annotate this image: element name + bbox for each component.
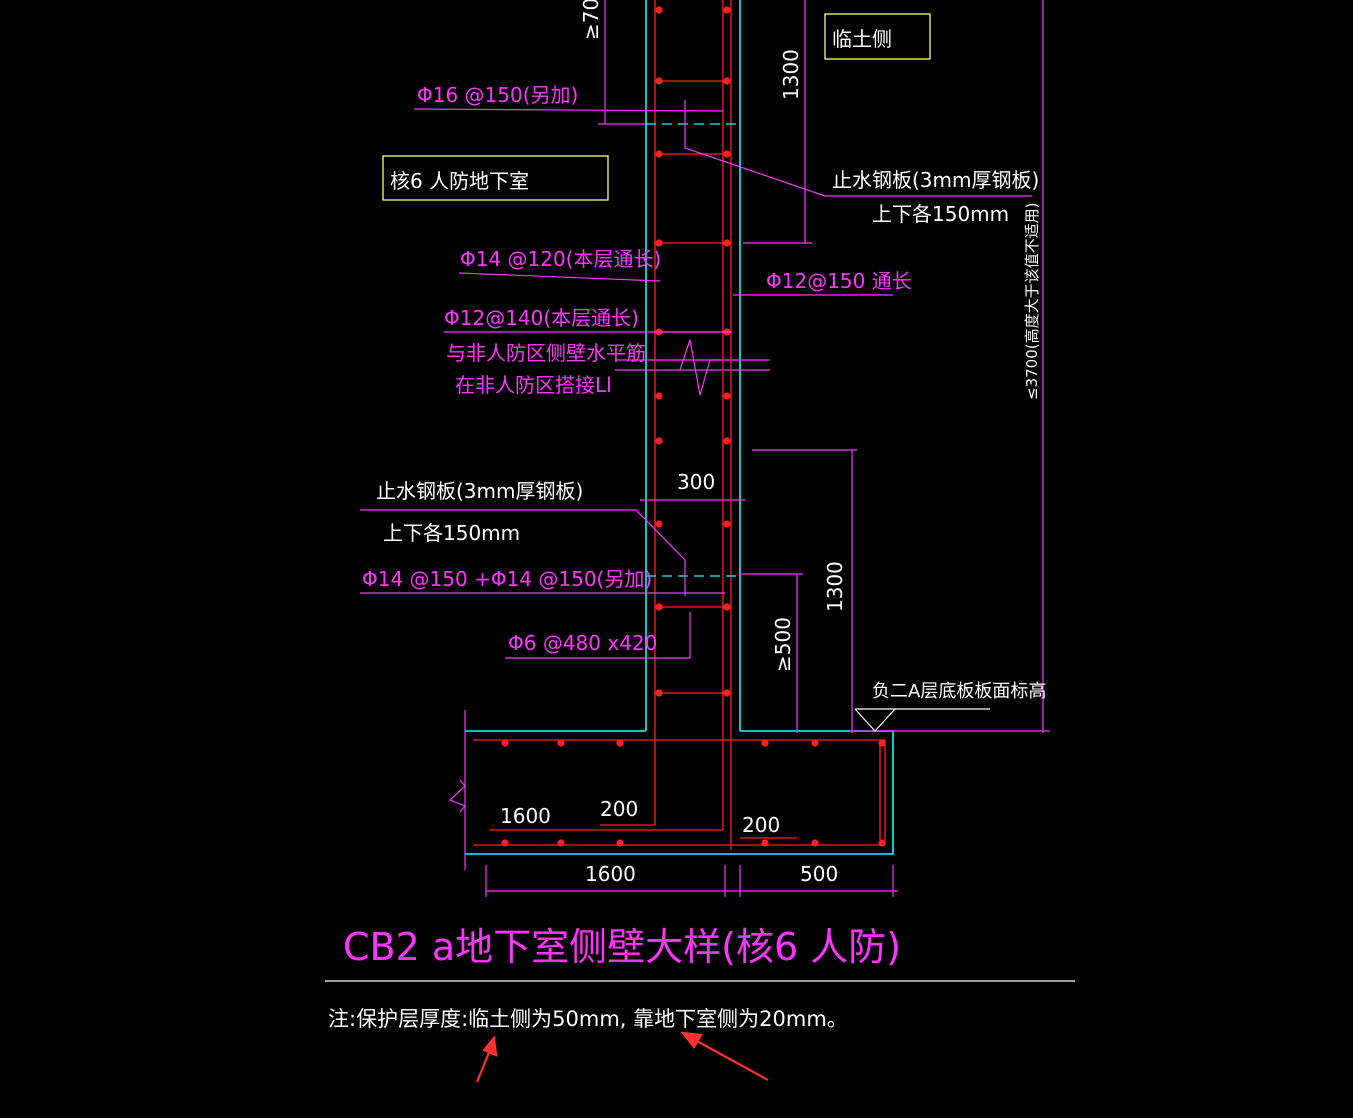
annotation-arrows bbox=[475, 1031, 769, 1083]
soil-side-box: 临土侧 bbox=[824, 13, 931, 60]
dim-200-right: 200 bbox=[742, 813, 780, 837]
rebar-dot bbox=[761, 839, 769, 847]
dim-wall-thickness: 300 bbox=[677, 470, 715, 494]
waterstop-bottom-line1: 止水钢板(3mm厚钢板) bbox=[376, 479, 583, 503]
rebar-dot bbox=[616, 839, 624, 847]
soil-side-label: 临土侧 bbox=[832, 27, 892, 51]
dim-ge500: ≥500 bbox=[771, 617, 795, 672]
rebar-dots bbox=[501, 6, 886, 847]
dim-ge700: ≥700 bbox=[579, 0, 603, 40]
rebar-dot bbox=[723, 239, 731, 247]
rebar-dot bbox=[655, 239, 663, 247]
dim-200-left: 200 bbox=[600, 797, 638, 821]
waterstop-bottom-line2: 上下各150mm bbox=[383, 521, 520, 545]
leader-lines bbox=[360, 100, 1032, 659]
label-lap-note-2: 在非人防区搭接Ll bbox=[455, 373, 612, 397]
rebar-dot bbox=[723, 603, 731, 611]
dim-1600-outer: 1600 bbox=[585, 862, 636, 886]
break-line bbox=[615, 339, 770, 396]
cover-note: 注:保护层厚度:临土侧为50mm, 靠地下室侧为20mm。 bbox=[328, 1007, 848, 1031]
rebar-dot bbox=[655, 77, 663, 85]
rebar-dot bbox=[723, 392, 731, 400]
rebar-dot bbox=[557, 839, 565, 847]
arrow-right-head bbox=[680, 1031, 703, 1049]
civil-defense-box: 核6 人防地下室 bbox=[382, 155, 609, 201]
concrete-outline bbox=[465, 0, 894, 855]
dimension-lines bbox=[448, 0, 1050, 897]
rebar-dot bbox=[655, 392, 663, 400]
dim-1600-inner: 1600 bbox=[500, 804, 551, 828]
rebar-lines bbox=[473, 0, 886, 850]
dim-1300-bottom: 1300 bbox=[823, 561, 847, 612]
dim-le3700: ≤3700(高度大于该值不适用) bbox=[1023, 203, 1041, 400]
rebar-dot bbox=[655, 6, 663, 14]
rebar-dot bbox=[723, 437, 731, 445]
label-phi14-combo: Φ14 @150 +Φ14 @150(另加) bbox=[362, 567, 652, 591]
rebar-dot bbox=[655, 150, 663, 158]
waterstop-top-line1: 止水钢板(3mm厚钢板) bbox=[832, 168, 1039, 192]
rebar-dot bbox=[723, 150, 731, 158]
rebar-dot bbox=[878, 739, 886, 747]
dim-1300-top: 1300 bbox=[779, 49, 803, 100]
elevation-marker bbox=[854, 708, 990, 732]
rebar-dot bbox=[616, 739, 624, 747]
arrow-right bbox=[694, 1039, 769, 1081]
rebar-dot bbox=[723, 689, 731, 697]
rebar-dot bbox=[811, 739, 819, 747]
label-phi12-150: Φ12@150 通长 bbox=[766, 269, 912, 293]
rebar-dot bbox=[655, 689, 663, 697]
rebar-dot bbox=[723, 6, 731, 14]
label-phi12-140: Φ12@140(本层通长) bbox=[444, 306, 639, 330]
civil-defense-label: 核6 人防地下室 bbox=[390, 169, 529, 193]
elevation-label: 负二A层底板板面标高 bbox=[872, 681, 1046, 702]
label-lap-note-1: 与非人防区侧壁水平筋 bbox=[446, 341, 646, 365]
label-phi14-top: Φ14 @120(本层通长) bbox=[460, 247, 661, 271]
waterstop-top-line2: 上下各150mm bbox=[872, 202, 1009, 226]
rebar-dot bbox=[501, 839, 509, 847]
drawing-title: CB2 a地下室侧壁大样(核6 人防) bbox=[343, 925, 901, 969]
rebar-dot bbox=[655, 520, 663, 528]
rebar-dot bbox=[723, 77, 731, 85]
arrow-left bbox=[475, 1049, 492, 1083]
rebar-dot bbox=[723, 520, 731, 528]
rebar-dot bbox=[655, 437, 663, 445]
rebar-dot bbox=[761, 739, 769, 747]
rebar-dot bbox=[811, 839, 819, 847]
rebar-dot bbox=[557, 739, 565, 747]
arrow-left-head bbox=[482, 1035, 498, 1057]
label-phi6: Φ6 @480 x420 bbox=[508, 631, 657, 655]
rebar-dot bbox=[878, 839, 886, 847]
dim-500: 500 bbox=[800, 862, 838, 886]
rebar-dot bbox=[501, 739, 509, 747]
label-phi16: Φ16 @150(另加) bbox=[417, 83, 578, 107]
rebar-dot bbox=[655, 603, 663, 611]
waterstop-lines bbox=[646, 123, 740, 577]
